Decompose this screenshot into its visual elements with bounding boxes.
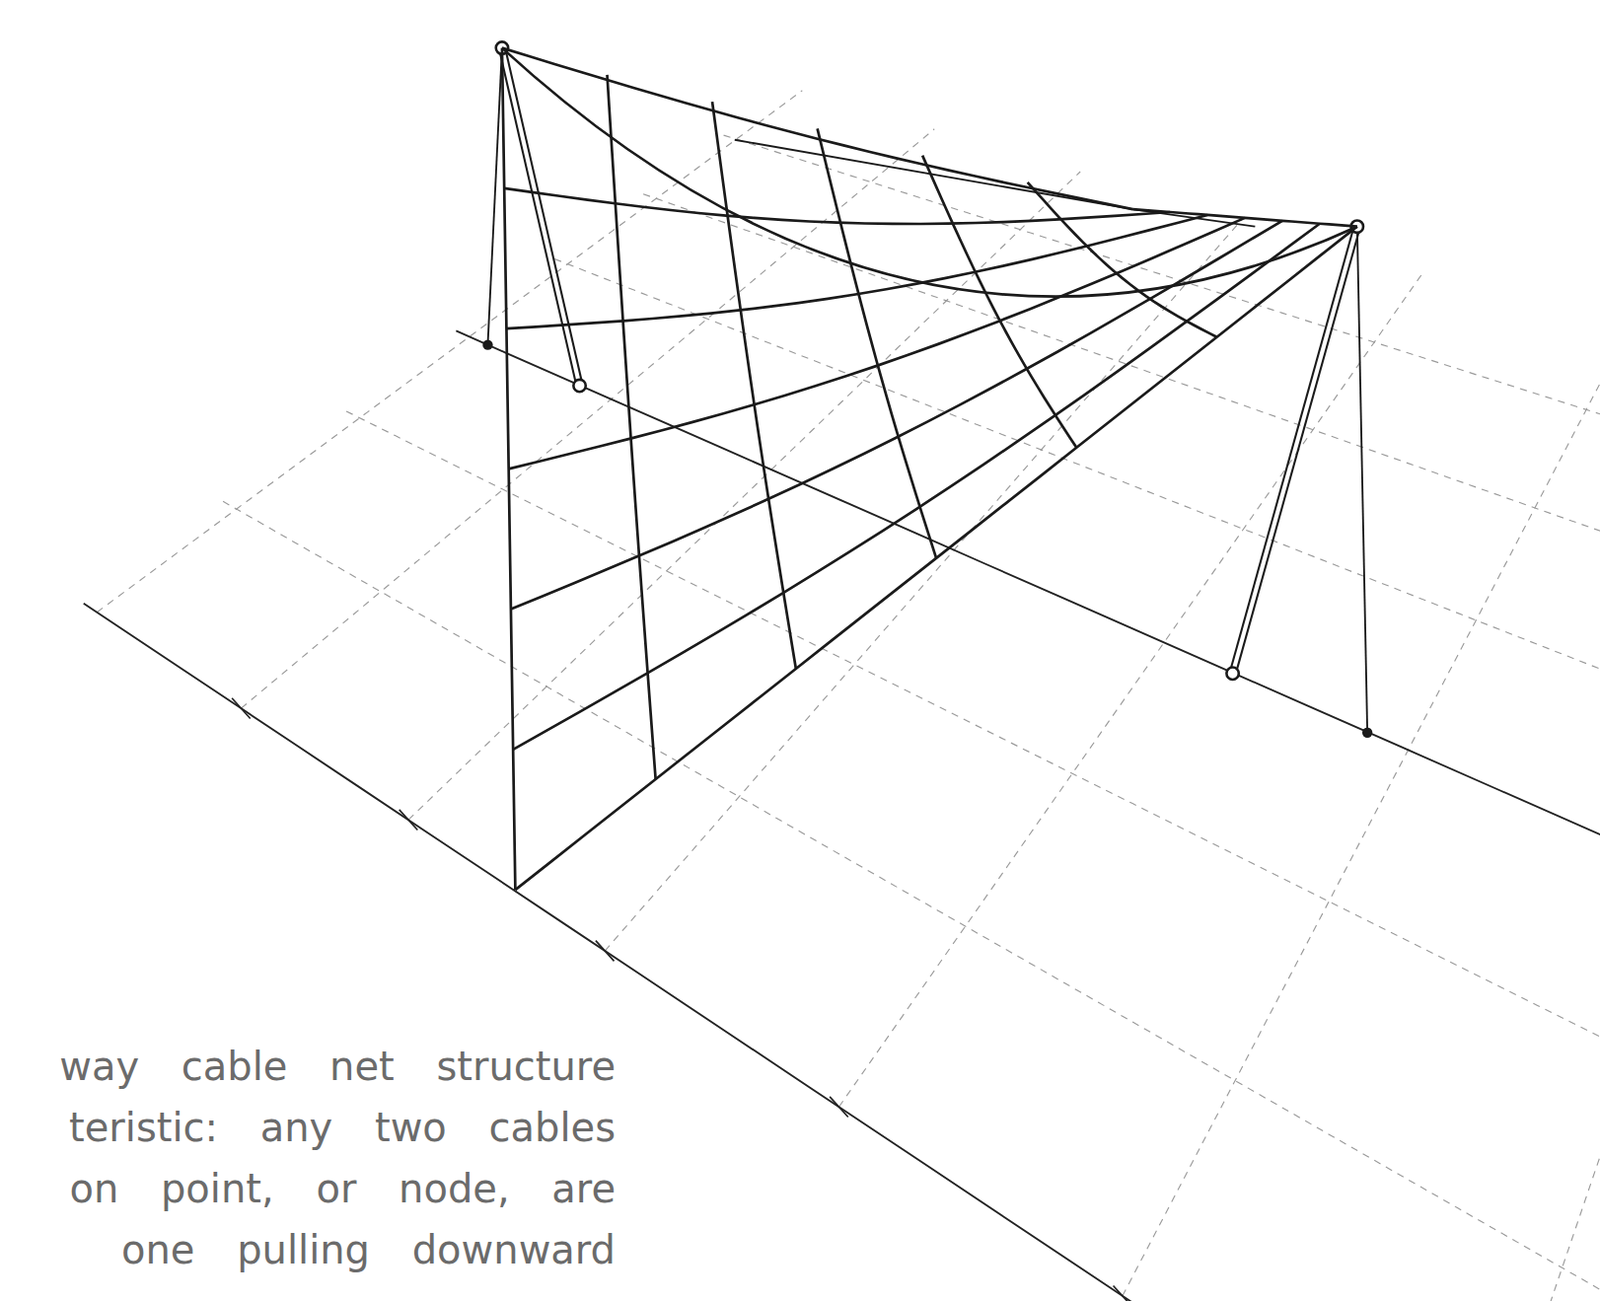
grid-line <box>1472 398 1600 1301</box>
stay-cable <box>487 48 502 346</box>
grid-tick <box>1113 1285 1133 1301</box>
net-cable <box>509 218 1245 469</box>
ridge-cable <box>502 48 1358 297</box>
mast-pole <box>505 47 583 385</box>
mast-base <box>573 379 585 392</box>
net-cable <box>712 101 797 669</box>
cable-net <box>502 48 1358 890</box>
mast-pole <box>1236 226 1361 674</box>
net-cable <box>817 128 938 559</box>
net-cable <box>512 223 1320 750</box>
grid-line <box>604 218 1242 951</box>
grid-tick <box>595 941 615 962</box>
anchor-point <box>482 339 493 350</box>
body-text-line: way cable net structure <box>59 1035 616 1097</box>
mast-pole <box>499 48 578 386</box>
net-cable <box>1132 209 1358 227</box>
mast-base <box>1226 667 1238 680</box>
grid-line <box>554 258 1600 872</box>
grid-line <box>643 194 1600 721</box>
mast-pole <box>1230 225 1355 673</box>
masts <box>482 41 1373 738</box>
anchor-point <box>1362 727 1373 738</box>
grid-line <box>1122 331 1600 1297</box>
edge-cable <box>734 140 1256 227</box>
grid-tick <box>231 698 251 720</box>
body-text-line: teristic: any two cables <box>69 1096 616 1159</box>
stay-cable <box>1357 226 1368 733</box>
grid-line <box>240 129 935 709</box>
grid-line <box>724 135 1600 590</box>
grid-line <box>838 272 1424 1108</box>
body-text-line: one pulling downward <box>121 1219 616 1281</box>
net-cable <box>510 220 1283 610</box>
body-text-line: on point, or node, are <box>69 1158 616 1220</box>
grid-tick <box>399 809 419 831</box>
net-cable <box>1027 182 1218 338</box>
net-cable <box>514 226 1357 890</box>
net-cable <box>922 155 1077 448</box>
grid-tick <box>829 1096 849 1118</box>
net-cable <box>506 215 1208 329</box>
